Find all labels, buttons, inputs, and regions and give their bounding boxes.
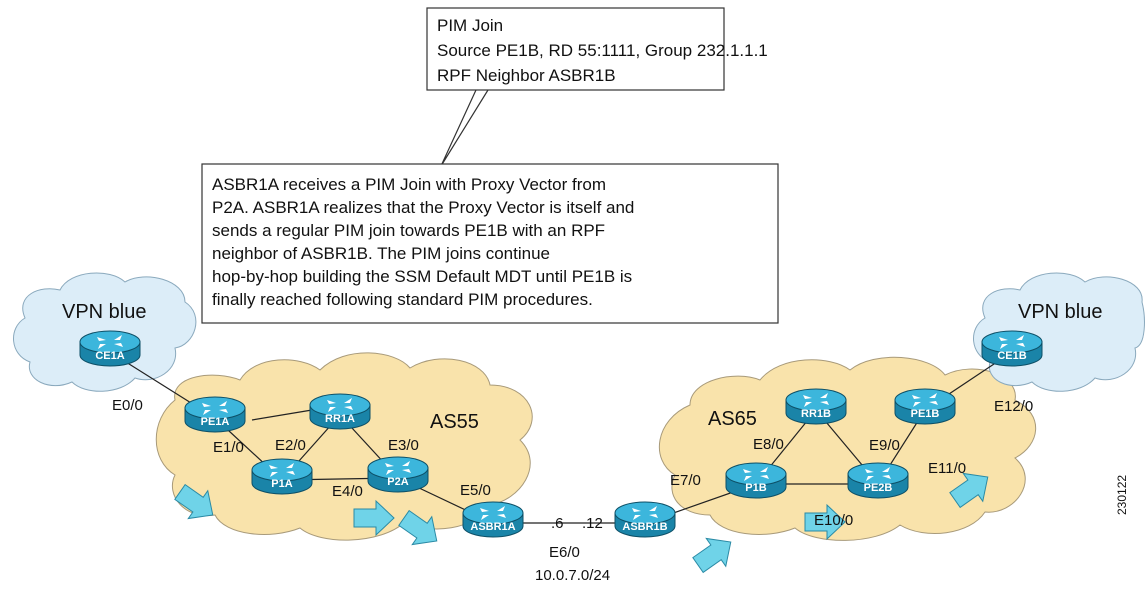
- router-rr1a: RR1A: [309, 393, 371, 430]
- vpn-blue-right-label: VPN blue: [1018, 301, 1103, 323]
- router-p1a-label: P1A: [271, 478, 292, 490]
- link-addr-a: .6: [551, 515, 564, 532]
- router-ce1b-label: CE1B: [997, 350, 1026, 362]
- callout-top-line-2: Source PE1B, RD 55:1111, Group 232.1.1.1: [437, 41, 768, 60]
- router-rr1a-label: RR1A: [325, 413, 355, 425]
- iface-e6-label: E6/0: [549, 544, 580, 561]
- iface-e9-label: E9/0: [869, 437, 900, 454]
- callout-top-pointer: [440, 89, 489, 167]
- callout-top-line-3: RPF Neighbor ASBR1B: [437, 66, 616, 85]
- figure-id: 230122: [1115, 475, 1129, 515]
- callout-main-line-4: neighbor of ASBR1B. The PIM joins contin…: [212, 244, 550, 263]
- router-p1a: P1A: [251, 458, 313, 495]
- callout-main-line-2: P2A. ASBR1A realizes that the Proxy Vect…: [212, 198, 634, 217]
- callout-main-line-5: hop-by-hop building the SSM Default MDT …: [212, 267, 632, 286]
- iface-e12-label: E12/0: [994, 398, 1033, 415]
- callout-main-line-1: ASBR1A receives a PIM Join with Proxy Ve…: [212, 175, 606, 194]
- callout-top-box: [426, 7, 725, 91]
- iface-e10-label: E10/0: [814, 512, 853, 529]
- iface-e2-label: E2/0: [275, 437, 306, 454]
- router-p1b: P1B: [725, 462, 787, 499]
- router-rr1b-label: RR1B: [801, 408, 831, 420]
- callout-main-box: [201, 163, 779, 324]
- iface-e5-label: E5/0: [460, 482, 491, 499]
- router-ce1b: CE1B: [981, 330, 1043, 367]
- callout-top-line-1: PIM Join: [437, 16, 503, 35]
- as55-label: AS55: [430, 411, 479, 433]
- router-asbr1b-label: ASBR1B: [622, 521, 667, 533]
- router-p1b-label: P1B: [745, 482, 766, 494]
- router-pe1a-label: PE1A: [201, 416, 230, 428]
- iface-e4-label: E4/0: [332, 483, 363, 500]
- link-addr-b: .12: [582, 515, 603, 532]
- router-p2a: P2A: [367, 456, 429, 493]
- router-pe1b: PE1B: [894, 388, 956, 425]
- router-pe1a: PE1A: [184, 396, 246, 433]
- router-rr1b: RR1B: [785, 388, 847, 425]
- callout-main-line-3: sends a regular PIM join towards PE1B wi…: [212, 221, 605, 240]
- iface-e1-label: E1/0: [213, 439, 244, 456]
- router-asbr1a: ASBR1A: [462, 501, 524, 538]
- router-pe2b: PE2B: [847, 462, 909, 499]
- router-pe1b-label: PE1B: [911, 408, 940, 420]
- router-p2a-label: P2A: [387, 476, 408, 488]
- as65-label: AS65: [708, 408, 757, 430]
- iface-e11-label: E11/0: [928, 460, 966, 477]
- router-asbr1b: ASBR1B: [614, 501, 676, 538]
- router-ce1a-label: CE1A: [95, 350, 124, 362]
- iface-e7-label: E7/0: [670, 472, 701, 489]
- link-subnet-label: 10.0.7.0/24: [535, 567, 610, 584]
- callout-main-line-6: finally reached following standard PIM p…: [212, 290, 593, 309]
- router-asbr1a-label: ASBR1A: [470, 521, 515, 533]
- iface-e3-label: E3/0: [388, 437, 419, 454]
- flow-arrow-4: [687, 527, 742, 580]
- iface-e8-label: E8/0: [753, 436, 784, 453]
- router-pe2b-label: PE2B: [864, 482, 893, 494]
- vpn-blue-left-label: VPN blue: [62, 301, 147, 323]
- router-ce1a: CE1A: [79, 330, 141, 367]
- iface-e0-label: E0/0: [112, 397, 143, 414]
